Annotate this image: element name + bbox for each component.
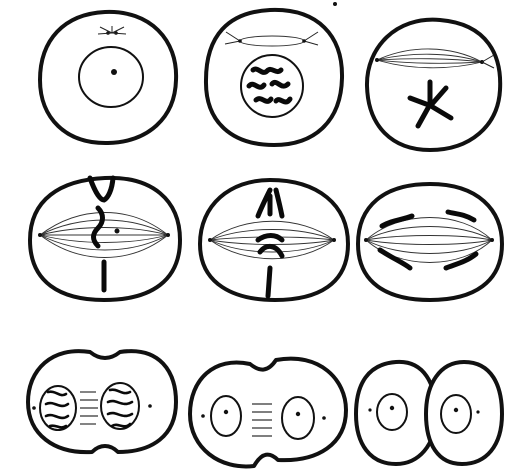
panel-cell-7	[28, 351, 176, 452]
cell-9-right-nucleus	[441, 395, 471, 433]
panel-cell-4	[30, 178, 180, 300]
panel-cell-1	[40, 12, 176, 143]
panel-cell-2	[206, 10, 342, 145]
cell-7-right-chromatin	[101, 383, 139, 429]
panel-cell-9	[356, 362, 502, 464]
panel-cell-3	[367, 20, 500, 150]
panel-cell-8	[190, 359, 346, 467]
cell-8-left-nucleus	[211, 396, 241, 436]
ink-speck	[333, 2, 337, 6]
cell-7-left-chromatin	[40, 386, 76, 430]
cell-9-left-nucleus	[377, 394, 407, 430]
cell-1-nucleus	[79, 47, 143, 107]
cell-1-nucleolus	[111, 69, 117, 75]
cell-5-membrane	[200, 180, 348, 300]
panel-cell-5	[200, 180, 348, 300]
cell-3-membrane	[367, 20, 500, 150]
panel-cell-6	[358, 184, 502, 300]
cell-8-right-nucleus	[282, 397, 314, 439]
